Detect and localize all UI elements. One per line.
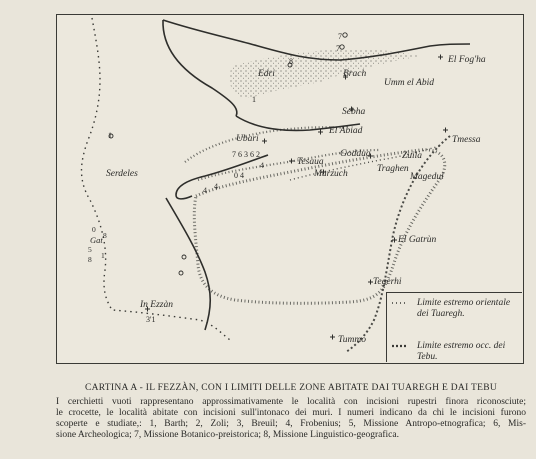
legend-tebu-label: Limite estremo occ. dei Tebu. [417, 341, 506, 362]
caption-line: I cerchietti vuoti rappresentano appross… [56, 397, 526, 407]
place-murzuch: Murzuch [314, 169, 348, 179]
place-el-abiad: El Abiad [329, 126, 363, 136]
site-number: 4 [260, 161, 264, 170]
site-number: 7 [338, 32, 342, 41]
place-umm-el-abid: Umm el Abid [384, 78, 434, 88]
boundary-solid-west [162, 19, 238, 117]
site-number: 4 [203, 186, 207, 195]
site-number: 1 [101, 251, 105, 260]
place-tummo: Tummo [338, 335, 366, 345]
place-sebha: Sebha [342, 107, 366, 117]
boundary-solid-ezzan [165, 197, 212, 331]
place-el-gatrun: El Gatrùn [398, 235, 437, 245]
place-zuila: Zuila [402, 151, 423, 161]
caption-body: I cerchietti vuoti rappresentano appross… [56, 397, 526, 441]
place-tegerhi: Tegerhi [373, 277, 402, 287]
tebu-limit-line [345, 135, 451, 353]
site-number: 5 [88, 245, 92, 254]
site-number: 7 [336, 44, 340, 53]
place-edri: Edri [258, 69, 275, 79]
site-number: 1 [252, 95, 256, 104]
caption-line: sione Archeologica; 7, Missione Botanico… [56, 430, 399, 440]
site-number: 4 [214, 182, 218, 191]
site-number: 0 4 [234, 171, 244, 180]
border-dotted-west [80, 17, 231, 341]
village-crosses [145, 54, 448, 340]
boundary-solid-north [162, 19, 471, 61]
place-brach: Brach [343, 69, 367, 79]
sand-belt-north [229, 49, 420, 98]
site-number: 1 [108, 131, 112, 140]
place-ghat: Gat [90, 235, 103, 245]
legend-tuaregh-label: Limite estremo orientale dei Tuaregh. [417, 298, 511, 319]
sand-sea-murzuch [192, 148, 447, 305]
boundary-solid-hook [175, 154, 269, 200]
caption-line: le crocette, le località abitate con inc… [56, 408, 526, 418]
tuaregh-limit-line [289, 145, 441, 181]
legend-box: Limite estremo orientale dei Tuaregh. Li… [386, 292, 522, 362]
place-traghen: Traghen [377, 164, 409, 174]
place-el-foggha: El Fog'ha [448, 55, 486, 65]
place-ubari: Ubari [236, 134, 259, 144]
site-number: 8 [289, 57, 293, 66]
caption-title: CARTINA A - IL FEZZÀN, CON I LIMITI DELL… [84, 383, 498, 393]
site-markers [108, 32, 348, 276]
site-number: 8 [103, 231, 107, 240]
place-tmessa: Tmessa [452, 135, 481, 145]
site-number: 8 [88, 255, 92, 264]
site-number: 0 [92, 225, 96, 234]
place-in-ezzan: In Ezzàn [140, 300, 173, 310]
place-serdeles: Serdeles [106, 169, 138, 179]
site-numbers-ubari: 7 6 3 6 2 [232, 150, 260, 159]
site-number: 3'1 [146, 315, 156, 324]
place-tesaua: Tesaua [297, 157, 324, 167]
boundary-solid-central [235, 115, 361, 132]
place-goddua: Goddua [340, 149, 371, 159]
caption-line: scoperte e studiate,: 1, Barth; 2, Zoli;… [56, 419, 526, 429]
place-magedul: Magedul [410, 172, 444, 182]
